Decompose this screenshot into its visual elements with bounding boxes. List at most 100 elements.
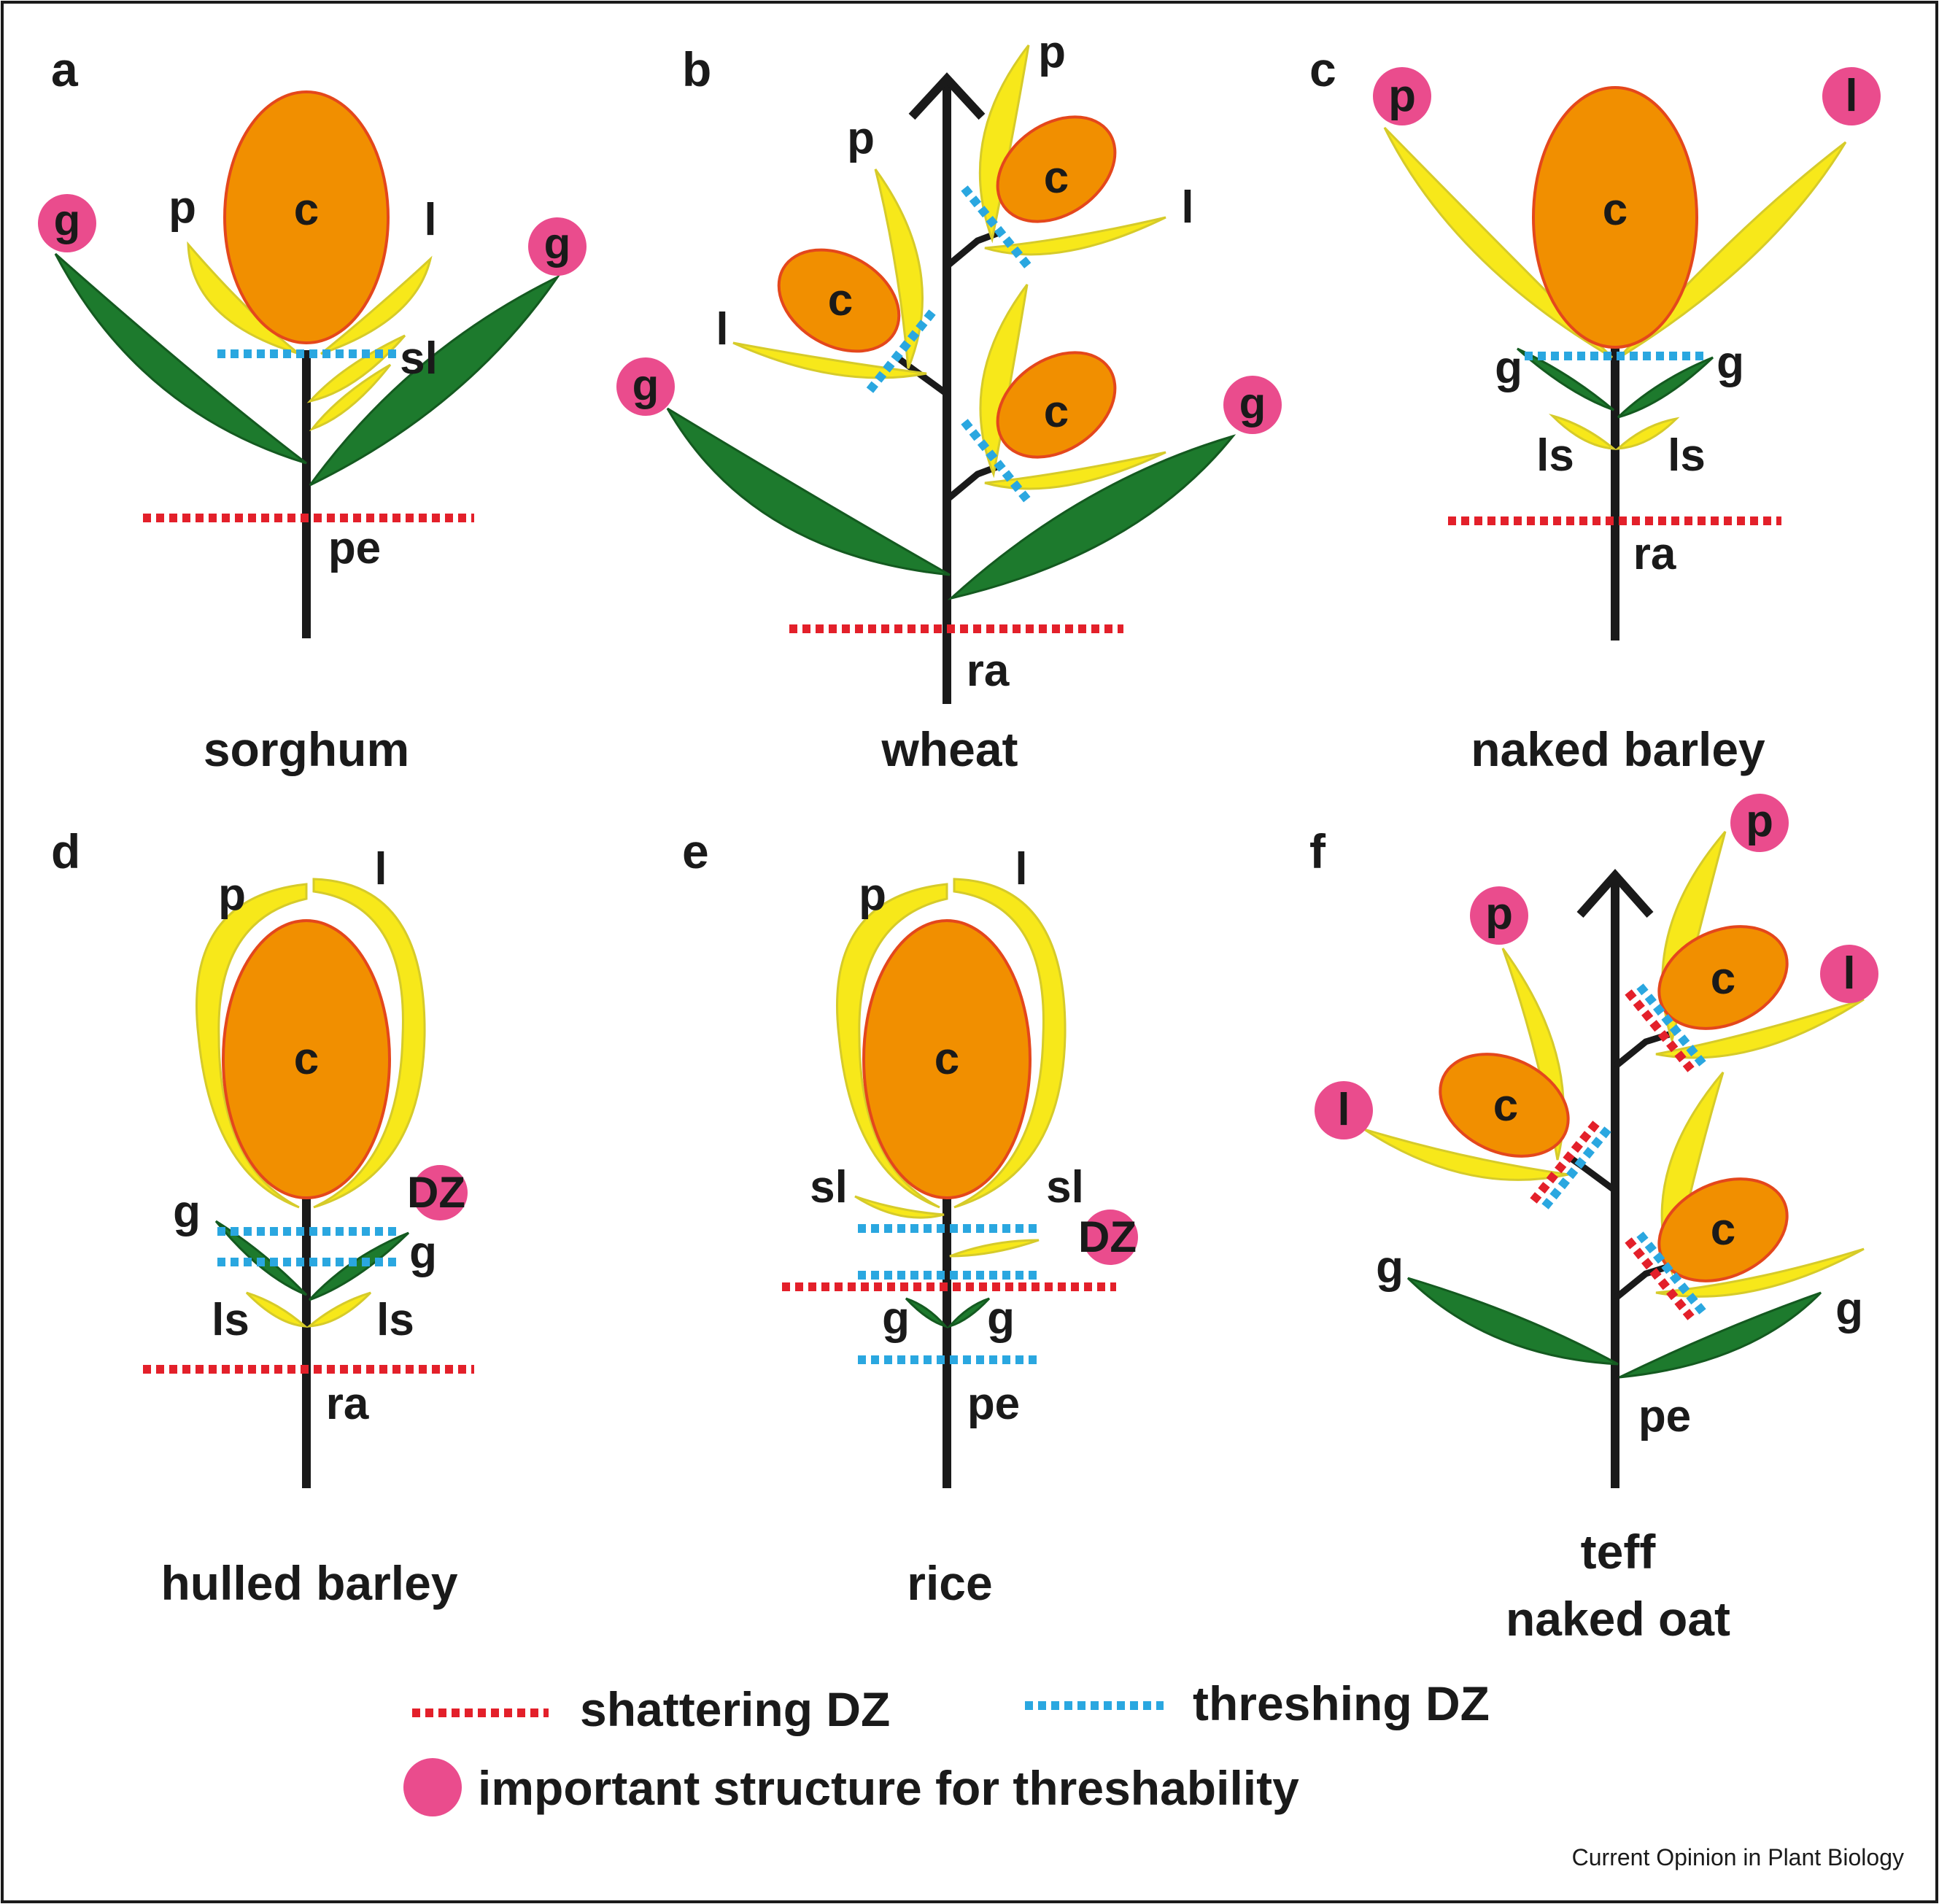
lemma-lower (1655, 1247, 1865, 1298)
label-caryopsis-left: c (828, 275, 853, 325)
combined-dz-top-blue (1636, 983, 1706, 1067)
label-lemma: l (424, 195, 436, 245)
palea-left (874, 169, 924, 369)
sterile-lemma-right (949, 1239, 1040, 1258)
label-glume-left: g (54, 196, 81, 244)
caryopsis (222, 919, 391, 1199)
label-lemma-right: l (1843, 948, 1855, 999)
combined-dz-top-red (1625, 989, 1695, 1072)
palea-top (978, 44, 1030, 244)
label-glume-left: g (632, 360, 659, 409)
combined-dz-lower-blue (1636, 1231, 1706, 1315)
label-palea-left: p (1485, 889, 1513, 939)
panel-letter-b: b (682, 42, 711, 96)
panel-letter-d: d (51, 824, 80, 878)
label-glume-left: g (1495, 343, 1522, 393)
panel-name-f-line2: naked oat (1506, 1592, 1730, 1646)
label-caryopsis: c (1603, 185, 1628, 235)
label-glume-right: g (409, 1228, 437, 1278)
panel-name-a: sorghum (204, 722, 409, 776)
sterile-lemma-2 (309, 363, 392, 432)
palea (1383, 126, 1614, 359)
label-pedicel: pe (1638, 1391, 1691, 1441)
label-rachis: ra (1633, 529, 1676, 579)
important-marker-dz (1083, 1210, 1138, 1265)
important-marker-palea (1373, 67, 1431, 125)
caryopsis-left (1439, 1053, 1570, 1158)
panel-name-c: naked barley (1471, 722, 1765, 776)
important-marker-glume-right (1223, 376, 1282, 434)
legend: shattering DZ threshing DZ important str… (403, 1676, 1490, 1816)
label-pedicel: pe (328, 523, 381, 573)
label-rachis: ra (326, 1379, 369, 1429)
panel-name-f-line1: teff (1581, 1525, 1657, 1579)
label-palea-top: p (1746, 796, 1773, 846)
important-marker-palea-top (1730, 794, 1789, 852)
label-dz: DZ (1078, 1212, 1137, 1261)
palea (195, 883, 308, 1209)
label-lemma-right: l (1181, 182, 1193, 233)
important-marker-glume-left (38, 194, 96, 252)
label-palea: p (1388, 71, 1416, 121)
label-caryopsis-lower: c (1044, 387, 1069, 437)
label-caryopsis-left: c (1493, 1080, 1518, 1131)
label-palea: p (169, 182, 196, 233)
lateral-spikelet-left (245, 1291, 309, 1328)
label-glume-right: g (987, 1293, 1015, 1344)
rachilla-left (895, 355, 949, 397)
label-palea: p (859, 870, 886, 920)
palea-lower (979, 284, 1029, 479)
label-glume-right: g (1239, 379, 1266, 427)
label-rachis: ra (967, 646, 1010, 696)
caryopsis-lower (996, 351, 1117, 459)
label-palea: p (218, 870, 246, 920)
label-caryopsis: c (294, 1034, 319, 1084)
legend-shattering-label: shattering DZ (580, 1682, 890, 1736)
glume-right (309, 274, 561, 487)
glume-left (666, 407, 951, 576)
threshing-dz-lower (961, 419, 1034, 506)
combined-dz-lower-red (1625, 1237, 1695, 1320)
lemma (312, 878, 426, 1209)
panel-b: b p p l l c c c g (616, 27, 1282, 776)
lemma-left (732, 341, 927, 379)
label-glume-right: g (544, 219, 571, 268)
threshing-dz-left (864, 309, 936, 395)
rachilla-lower (1613, 1263, 1671, 1301)
label-lateral-spikelet-right: ls (1668, 430, 1706, 481)
panel-name-d: hulled barley (160, 1556, 457, 1610)
important-marker-dz (412, 1165, 468, 1220)
glume-right (947, 434, 1236, 600)
label-glume-left: g (1376, 1242, 1404, 1293)
important-marker-lemma (1822, 67, 1881, 125)
lateral-spikelet-left (1548, 414, 1617, 450)
glume-right (1619, 1291, 1822, 1379)
lateral-spikelet-right (1614, 417, 1680, 450)
label-glume-left: g (882, 1293, 910, 1344)
important-marker-lemma-left (1315, 1081, 1373, 1139)
rachis-arrow-head (908, 72, 986, 120)
panel-d: d p l c DZ g g ls ls ra hulled barley (51, 824, 474, 1610)
caryopsis (1532, 86, 1698, 349)
panel-letter-f: f (1309, 824, 1326, 878)
panel-letter-e: e (682, 824, 709, 878)
label-lemma: l (374, 844, 387, 894)
caryopsis-top (1657, 925, 1789, 1030)
label-lateral-spikelet-left: ls (1536, 430, 1574, 481)
label-caryopsis-lower: c (1711, 1204, 1735, 1255)
important-marker-glume-right (528, 217, 587, 276)
glume-left (1406, 1277, 1619, 1366)
panel-letter-c: c (1309, 42, 1336, 96)
label-glume-right: g (1835, 1284, 1863, 1334)
panel-letter-a: a (51, 42, 79, 96)
panel-name-e: rice (907, 1556, 992, 1610)
axis-arrow-head (1576, 868, 1654, 918)
legend-important-swatch (403, 1758, 462, 1816)
label-glume-left: g (173, 1187, 201, 1237)
glume-right (1617, 356, 1714, 419)
label-caryopsis-top: c (1044, 152, 1069, 203)
lemma-top (1655, 998, 1865, 1059)
important-marker-glume-left (616, 357, 675, 416)
